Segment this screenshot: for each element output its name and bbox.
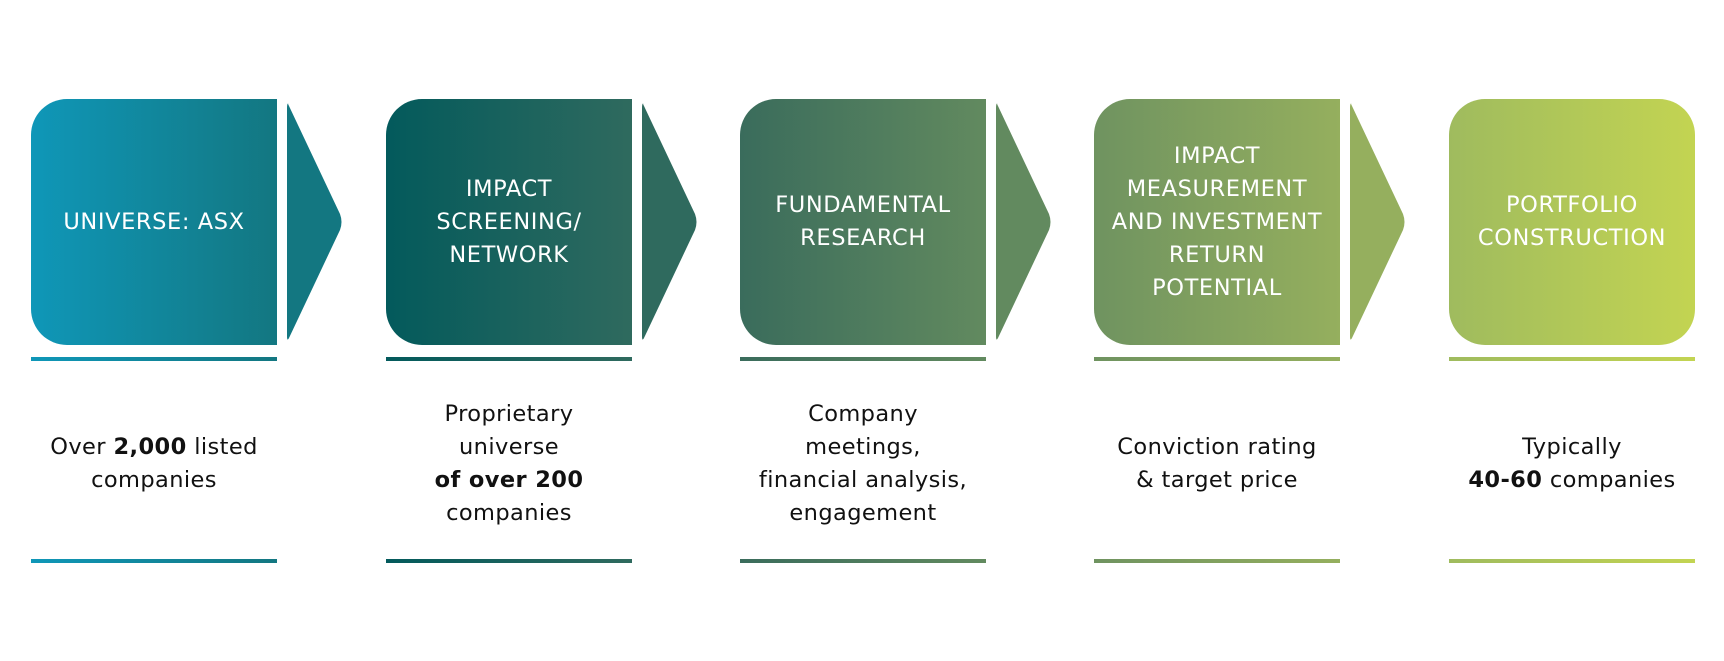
top-divider bbox=[31, 357, 277, 361]
description-highlight: of over 200 bbox=[434, 467, 584, 493]
description-line: 40-60 companies bbox=[1468, 464, 1675, 497]
stage-title-box: PORTFOLIO CONSTRUCTION bbox=[1449, 99, 1695, 345]
stage-title-box: IMPACT SCREENING/NETWORK bbox=[386, 99, 632, 345]
description-text: meetings, bbox=[805, 434, 921, 460]
stage-title: FUNDAMENTAL RESEARCH bbox=[775, 189, 951, 255]
chevron-shape bbox=[996, 103, 1051, 340]
description-text: companies bbox=[91, 467, 217, 493]
description-line: Company bbox=[808, 398, 918, 431]
stage-title-box: FUNDAMENTAL RESEARCH bbox=[740, 99, 986, 345]
description-text: listed bbox=[186, 434, 258, 460]
description-text: Typically bbox=[1522, 434, 1622, 460]
bottom-divider bbox=[740, 559, 986, 563]
top-divider bbox=[1094, 357, 1340, 361]
stage-title: PORTFOLIO CONSTRUCTION bbox=[1478, 189, 1666, 255]
stage-description: Proprietary universe of over 200 companies bbox=[376, 384, 642, 544]
description-text: Over bbox=[50, 434, 114, 460]
stage-title: IMPACT MEASUREMENT AND INVESTMENT RETURN POT… bbox=[1112, 140, 1322, 305]
stage-title-line: PORTFOLIO bbox=[1506, 192, 1638, 218]
stage-title-line: NETWORK bbox=[449, 241, 569, 268]
description-text: financial analysis, bbox=[758, 467, 968, 493]
chevron-arrow-icon bbox=[642, 103, 697, 340]
stage-title-line: POTENTIAL bbox=[1152, 274, 1282, 301]
stage-title: IMPACT SCREENING/NETWORK bbox=[436, 173, 581, 272]
stage-description: Conviction rating & target price bbox=[1084, 384, 1350, 544]
description-text: universe bbox=[459, 434, 559, 460]
chevron-arrow-icon bbox=[996, 103, 1051, 340]
top-divider bbox=[1449, 357, 1695, 361]
description-text: Proprietary bbox=[444, 401, 574, 427]
description-line: financial analysis, bbox=[759, 464, 967, 497]
chevron-shape bbox=[287, 103, 342, 340]
chevron-arrow-icon bbox=[1350, 103, 1405, 340]
bottom-divider bbox=[1449, 559, 1695, 563]
stage-title-line: IMPACT bbox=[1173, 142, 1261, 169]
description-text: Company bbox=[808, 401, 918, 427]
bottom-divider bbox=[1094, 559, 1340, 563]
chevron-shape bbox=[642, 103, 697, 340]
description-line: of over 200 bbox=[435, 464, 584, 497]
description-line: universe bbox=[459, 431, 559, 464]
stage-title-line: AND INVESTMENT bbox=[1111, 208, 1323, 235]
description-text: engagement bbox=[789, 500, 937, 526]
description-line: Over 2,000 listed bbox=[50, 431, 258, 464]
stage-description: Over 2,000 listed companies bbox=[21, 384, 287, 544]
description-text: & target price bbox=[1136, 467, 1298, 493]
stage-title-box: IMPACT MEASUREMENT AND INVESTMENT RETURN POT… bbox=[1094, 99, 1340, 345]
description-text: Conviction rating bbox=[1117, 434, 1317, 460]
stage-title-line: RESEARCH bbox=[800, 225, 926, 251]
stage-title-line: FUNDAMENTAL bbox=[775, 192, 951, 218]
description-line: Proprietary bbox=[445, 398, 574, 431]
description-line: Typically bbox=[1522, 431, 1622, 464]
bottom-divider bbox=[386, 559, 632, 563]
stage-title: UNIVERSE: ASX bbox=[63, 206, 244, 239]
description-line: engagement bbox=[789, 497, 936, 530]
stage-title-line: UNIVERSE: ASX bbox=[63, 208, 245, 235]
stage-title-line: MEASUREMENT bbox=[1126, 175, 1308, 202]
description-line: companies bbox=[446, 497, 572, 530]
stage-title-line: RETURN bbox=[1168, 241, 1266, 268]
stage-description: Company meetings, financial analysis, engag… bbox=[730, 384, 996, 544]
description-text: companies bbox=[446, 500, 572, 526]
description-highlight: 40-60 bbox=[1468, 467, 1543, 493]
stage-title-box: UNIVERSE: ASX bbox=[31, 99, 277, 345]
description-line: & target price bbox=[1136, 464, 1298, 497]
description-text: companies bbox=[1542, 467, 1676, 493]
description-line: companies bbox=[91, 464, 217, 497]
bottom-divider bbox=[31, 559, 277, 563]
description-line: meetings, bbox=[805, 431, 921, 464]
stage-title-line: IMPACT bbox=[465, 175, 553, 202]
description-highlight: 2,000 bbox=[113, 434, 187, 460]
chevron-shape bbox=[1350, 103, 1405, 340]
stage-title-line: SCREENING/ bbox=[436, 208, 582, 235]
top-divider bbox=[386, 357, 632, 361]
description-line: Conviction rating bbox=[1117, 431, 1316, 464]
top-divider bbox=[740, 357, 986, 361]
stage-title-line: CONSTRUCTION bbox=[1477, 225, 1667, 251]
stage-description: Typically 40-60 companies bbox=[1439, 384, 1705, 544]
chevron-arrow-icon bbox=[287, 103, 342, 340]
